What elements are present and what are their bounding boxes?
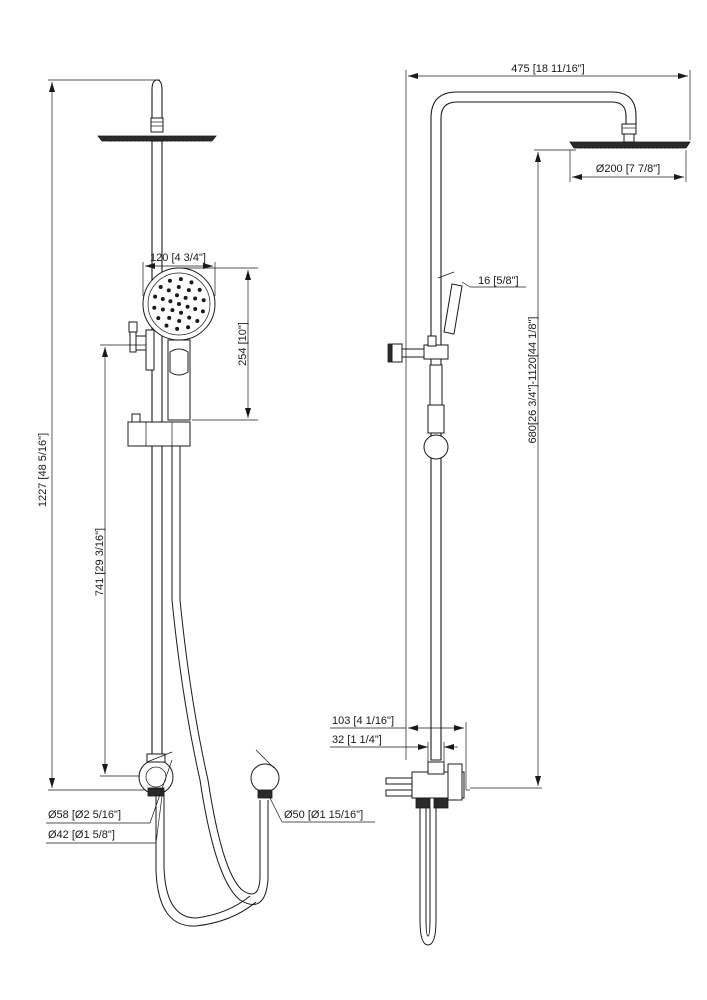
bracket-dia-42-label: Ø42 [Ø1 5/8"]: [48, 829, 115, 841]
front-rain-head: [97, 79, 217, 142]
dim-head-dia: [569, 150, 687, 182]
side-mixing-valve: [385, 761, 470, 809]
nozzle-dot: [186, 288, 191, 293]
nozzle-dot: [156, 316, 161, 321]
nozzle-dot: [168, 299, 173, 304]
overall-height-label: 1227 [48 5/16"]: [37, 433, 49, 507]
front-wall-bracket: [138, 751, 174, 797]
nozzle-pattern: [152, 277, 206, 331]
front-hand-shower: [142, 267, 216, 421]
nozzle-dot: [193, 296, 198, 301]
dim-handshower-height: [182, 267, 258, 421]
nozzle-dot: [167, 315, 172, 320]
front-slider: [127, 413, 191, 447]
leader-bracket: [46, 759, 173, 844]
nozzle-dot: [175, 293, 179, 298]
dim-valve-depth: [330, 722, 467, 790]
dim-handshower-width: [142, 262, 216, 296]
leader-outlet: [269, 797, 375, 823]
outlet-dia-50-label: Ø50 [Ø1 15/16"]: [284, 809, 363, 821]
nozzle-dot: [193, 307, 198, 311]
nozzle-dot: [186, 325, 191, 330]
front-diverter: [128, 321, 155, 371]
nozzle-dot: [179, 310, 183, 315]
slider-offset-label: 16 [5/8"]: [478, 275, 519, 287]
nozzle-dot: [176, 285, 181, 289]
nozzle-dot: [195, 319, 200, 323]
nozzle-dot: [201, 298, 206, 303]
dim-overall-height: [48, 79, 160, 791]
side-rain-head: [569, 141, 691, 149]
front-wall-outlet: [250, 749, 280, 799]
nozzle-dot: [178, 277, 183, 282]
nozzle-dot: [170, 308, 175, 313]
nozzle-dot: [175, 326, 180, 331]
nozzle-dot: [197, 287, 202, 292]
valve-offset-label: 32 [1 1/4"]: [332, 734, 382, 746]
nozzle-dot: [185, 304, 190, 309]
side-hand-shower: [387, 283, 463, 460]
arm-reach-label: 475 [18 11/16"]: [511, 63, 584, 75]
nozzle-dot: [166, 288, 171, 293]
head-dia-label: Ø200 [7 7/8"]: [596, 163, 660, 175]
side-hose: [419, 808, 437, 946]
nozzle-dot: [164, 323, 169, 328]
side-view: 475 [18 11/16"] Ø200 [7 7/8"] 16 [5/8"] …: [330, 63, 691, 946]
front-view: 1227 [48 5/16"] 741 [29 3/16"] 120 [4 3/…: [37, 79, 375, 927]
nozzle-dot: [160, 297, 165, 301]
bar-length-label: 741 [29 3/16"]: [94, 528, 106, 596]
nozzle-dot: [158, 285, 163, 289]
nozzle-dot: [152, 305, 157, 310]
nozzle-dot: [200, 309, 205, 314]
dim-slider-offset: [437, 271, 526, 288]
adjustable-height-label: 680[26 3/4"]-1120[44 1/8"]: [527, 317, 539, 444]
dim-bar-length: [100, 344, 146, 777]
nozzle-dot: [167, 278, 172, 283]
front-hose: [155, 446, 269, 927]
handshower-height-label: 254 [10"]: [237, 322, 249, 366]
handshower-width-label: 120 [4 3/4"]: [150, 252, 206, 264]
nozzle-dot: [187, 315, 192, 320]
valve-depth-label: 103 [4 1/16"]: [332, 715, 394, 727]
nozzle-dot: [160, 307, 165, 312]
nozzle-dot: [177, 319, 182, 323]
dim-arm-reach: [405, 70, 691, 760]
dim-valve-offset: [330, 742, 458, 762]
nozzle-dot: [183, 295, 188, 300]
nozzle-dot: [177, 302, 181, 306]
dim-adjustable-height: [470, 149, 576, 789]
front-riser-pipe: [151, 140, 163, 762]
side-riser-and-arm: [430, 91, 637, 761]
bracket-dia-58-label: Ø58 [Ø2 5/16"]: [48, 809, 121, 821]
nozzle-dot: [153, 294, 158, 299]
nozzle-dot: [189, 280, 194, 285]
